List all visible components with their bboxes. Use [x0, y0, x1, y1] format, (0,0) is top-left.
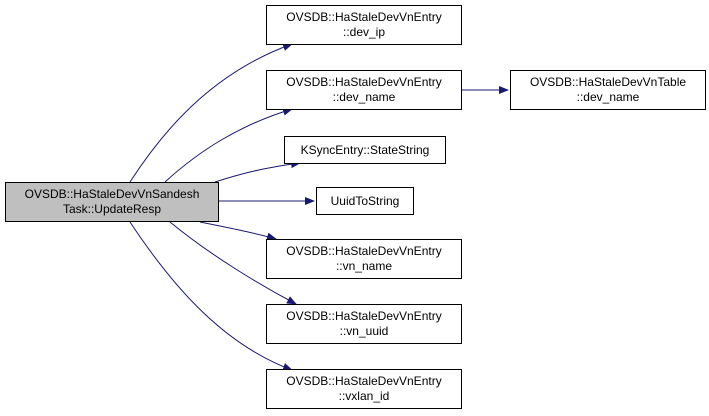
node-root-line2: Task::UpdateResp	[62, 202, 162, 216]
node-vn-uuid[interactable]: OVSDB::HaStaleDevVnEntry ::vn_uuid	[266, 304, 462, 344]
node-vn-name-line2: ::vn_name	[335, 259, 393, 273]
node-vxlan-id-line2: ::vxlan_id	[338, 389, 390, 403]
node-vn-uuid-line1: OVSDB::HaStaleDevVnEntry	[286, 309, 442, 323]
node-vxlan-id-line1: OVSDB::HaStaleDevVnEntry	[286, 374, 442, 388]
node-dev-ip[interactable]: OVSDB::HaStaleDevVnEntry ::dev_ip	[266, 5, 462, 45]
node-root-update-resp: OVSDB::HaStaleDevVnSandesh Task::UpdateR…	[5, 182, 219, 222]
node-state-string-line1: KSyncEntry::StateString	[300, 142, 430, 157]
node-root-line1: OVSDB::HaStaleDevVnSandesh	[24, 187, 200, 201]
node-vn-name-line1: OVSDB::HaStaleDevVnEntry	[286, 244, 442, 258]
node-dev-ip-line2: ::dev_ip	[342, 25, 386, 39]
node-uuid-to-string[interactable]: UuidToString	[316, 187, 414, 215]
node-vxlan-id[interactable]: OVSDB::HaStaleDevVnEntry ::vxlan_id	[266, 369, 462, 409]
node-table-dev-name-line2: ::dev_name	[576, 90, 640, 104]
edge-root-to-dev-ip	[129, 43, 293, 183]
edge-root-to-vn-uuid	[169, 221, 297, 305]
node-dev-name[interactable]: OVSDB::HaStaleDevVnEntry ::dev_name	[266, 70, 462, 110]
node-vn-uuid-line2: ::vn_uuid	[339, 324, 389, 338]
node-uuid-to-string-line1: UuidToString	[330, 193, 400, 208]
node-dev-ip-line1: OVSDB::HaStaleDevVnEntry	[286, 10, 442, 24]
edge-root-to-vn-name	[199, 221, 277, 241]
edge-root-to-state-string	[214, 160, 301, 183]
node-state-string[interactable]: KSyncEntry::StateString	[284, 136, 446, 164]
node-dev-name-line1: OVSDB::HaStaleDevVnEntry	[286, 75, 442, 89]
node-table-dev-name-line1: OVSDB::HaStaleDevVnTable	[529, 75, 687, 89]
node-table-dev-name[interactable]: OVSDB::HaStaleDevVnTable ::dev_name	[510, 70, 706, 110]
edge-root-to-vxlan-id	[129, 221, 293, 371]
node-vn-name[interactable]: OVSDB::HaStaleDevVnEntry ::vn_name	[266, 239, 462, 279]
node-dev-name-line2: ::dev_name	[332, 90, 396, 104]
edge-root-to-dev-name	[164, 107, 293, 183]
